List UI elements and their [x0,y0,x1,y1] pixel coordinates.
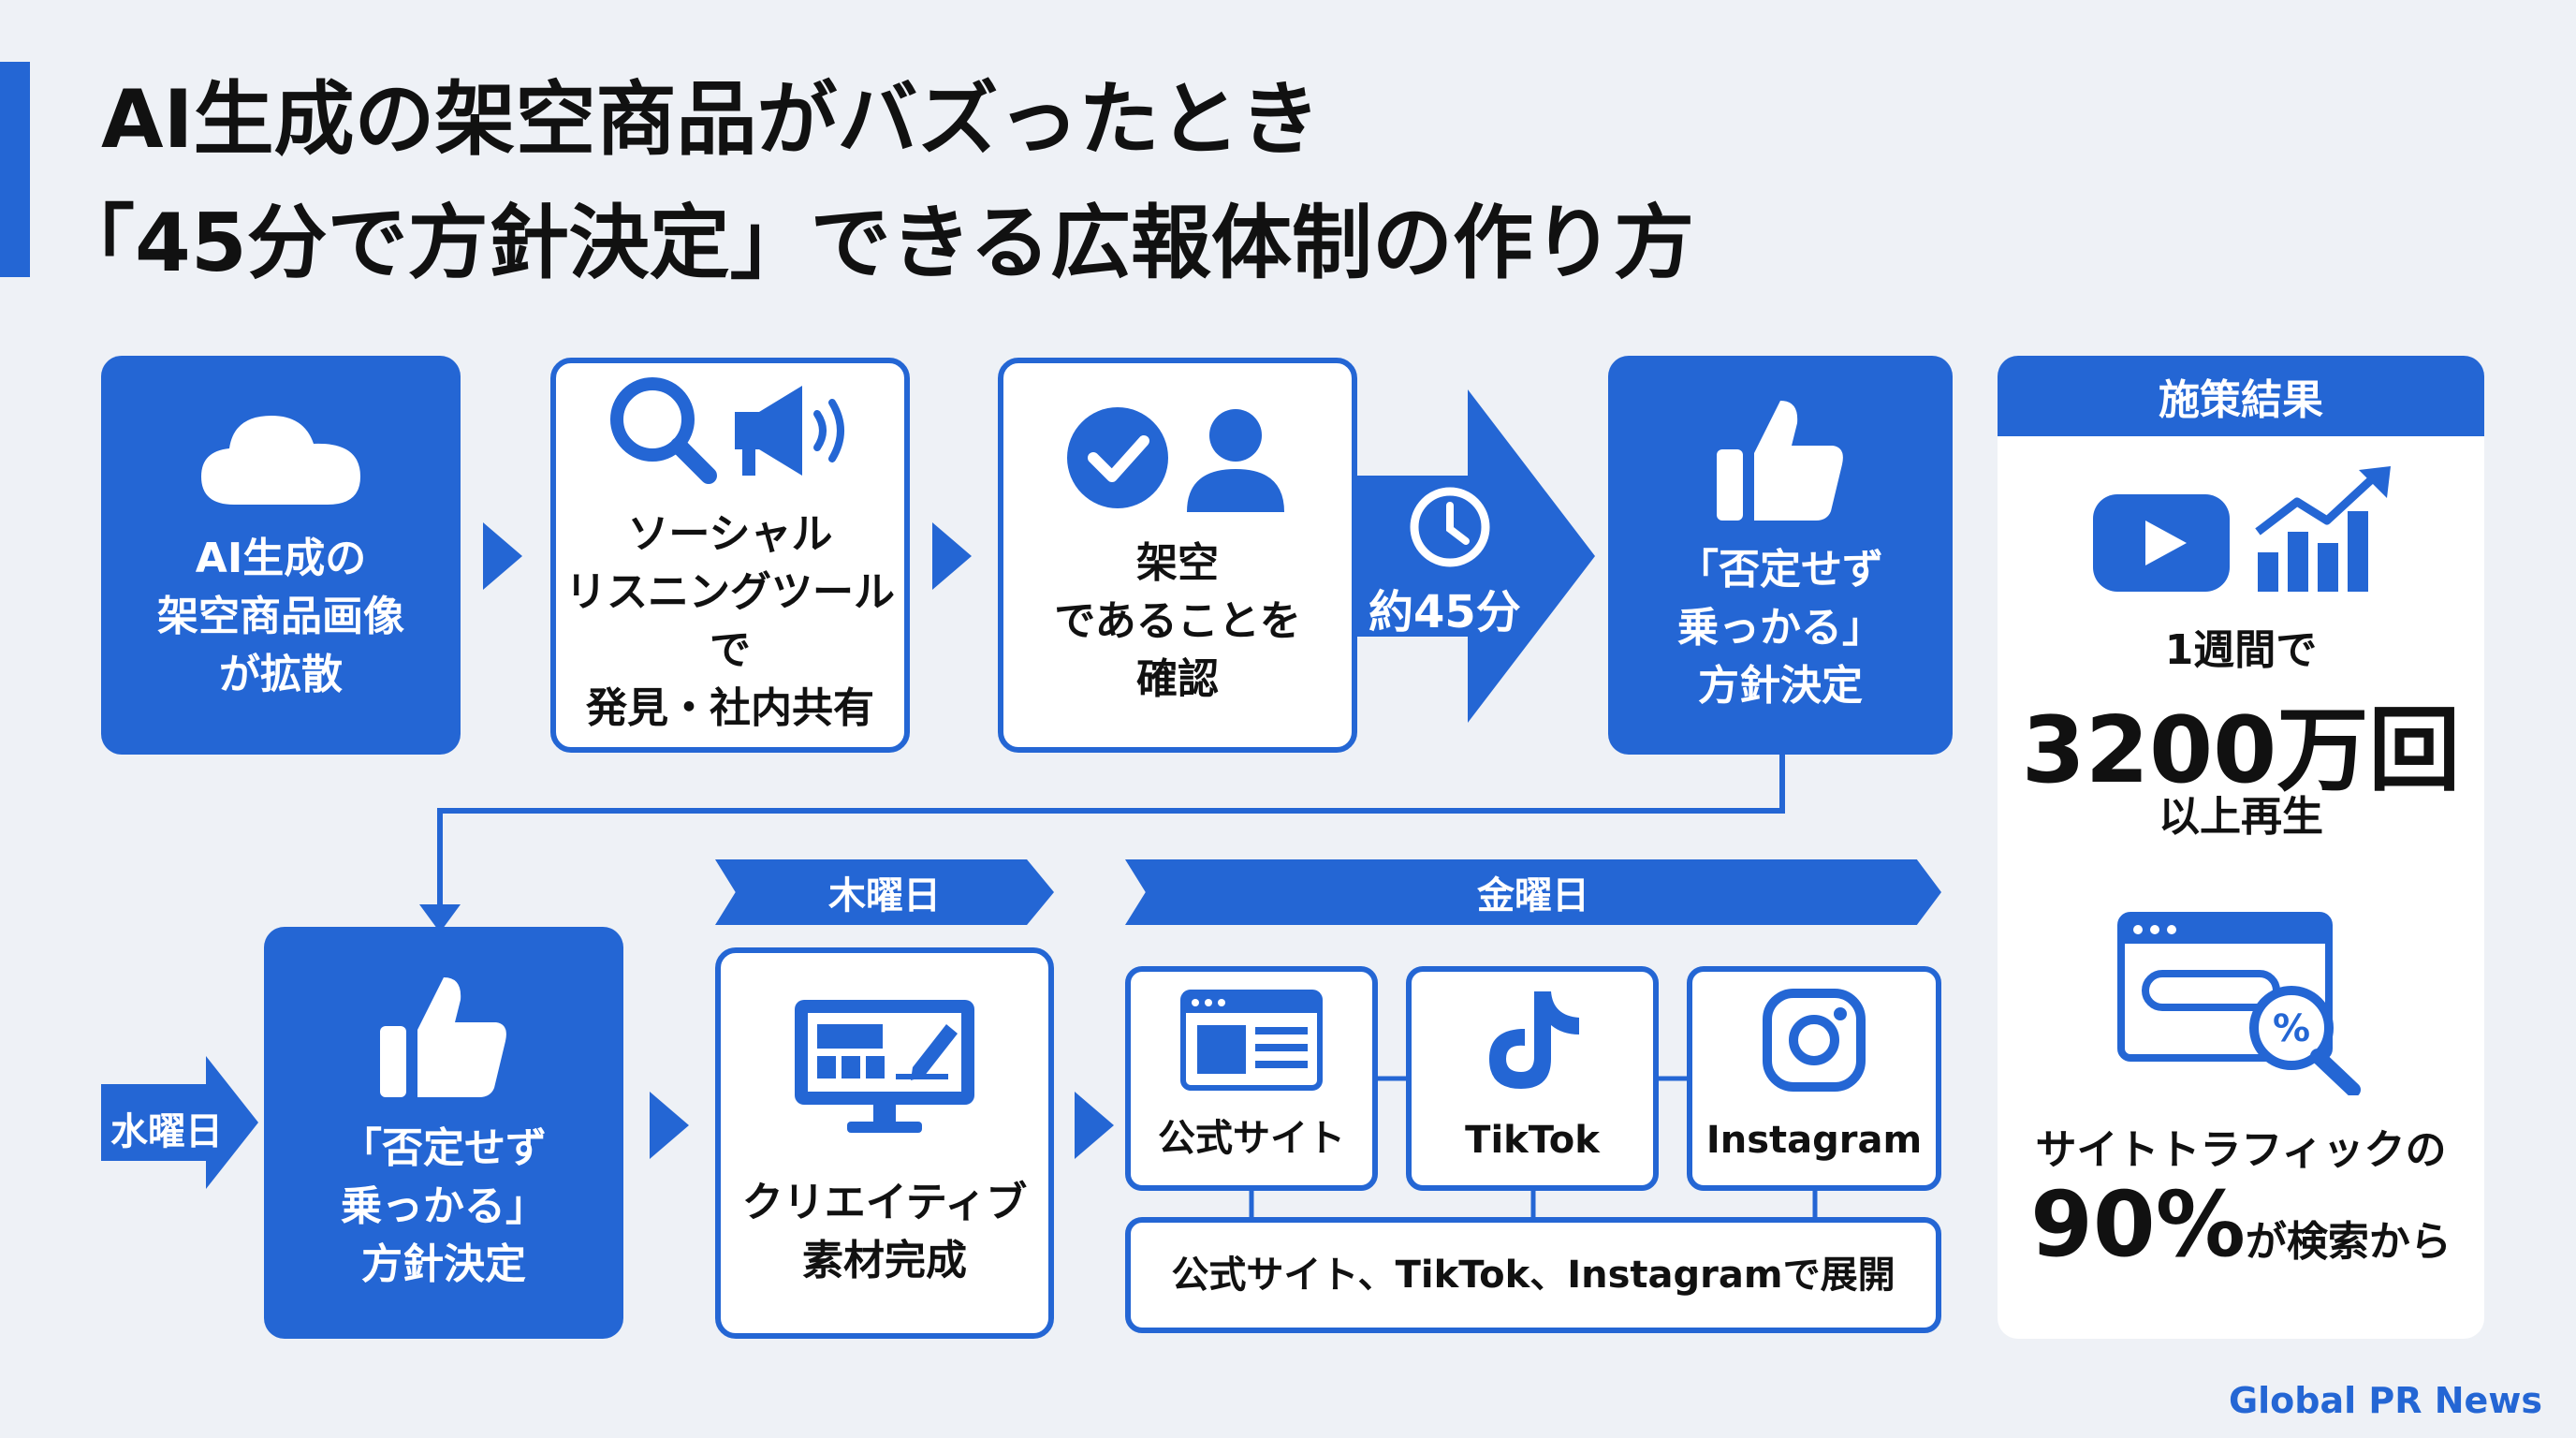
wednesday-arrow [101,1056,258,1189]
arrow-4 [1075,1092,1114,1159]
step-creative-complete-label: クリエイティブ 素材完成 [741,1179,1028,1284]
views-count: 3200万回 [2021,697,2461,804]
arrow-2 [932,522,972,590]
channel-instagram-label: Instagram [1705,1119,1923,1162]
step-creative-complete: クリエイティブ 素材完成 [715,947,1054,1339]
results-header: 施策結果 [1998,356,2484,436]
growth-chart-icon [2255,466,2391,592]
step-social-listening-label: ソーシャル リスニングツールで 発見・社内共有 [565,510,895,732]
friday-label: 金曜日 [1477,874,1589,917]
clock-icon [1410,487,1490,567]
step-confirm-fictional-label: 架空 であることを 確認 [1054,539,1301,703]
results-panel: 施策結果 [1998,356,2484,1339]
views-suffix: 以上再生 [2159,793,2323,841]
channel-official-site: 公式サイト [1125,966,1378,1191]
step-decision-top: 「否定せず 乗っかる」 方針決定 [1608,356,1953,755]
arrow-1 [483,522,522,590]
channel-instagram: Instagram [1687,966,1941,1191]
channel-official-site-label: 公式サイト [1158,1117,1345,1160]
title-line-1: AI生成の架空商品がバズったとき [101,73,1321,167]
step-confirm-fictional: 架空 であることを 確認 [998,358,1357,753]
channel-connectors [1249,1076,1818,1217]
tiktok-icon [1489,991,1579,1089]
views-prefix: 1週間で [2164,626,2318,674]
video-play-icon [2093,494,2230,592]
traffic-line: 90%が検索から [1998,1172,2484,1277]
title-accent-bar [0,62,30,277]
connector-line [419,755,1785,932]
step-decision-bottom: 「否定せず 乗っかる」 方針決定 [264,927,623,1339]
footer-brand: Global PR News [2228,1380,2542,1421]
arrow-3 [650,1092,689,1159]
deploy-summary-label: 公式サイト、TikTok、Instagramで展開 [1171,1254,1895,1297]
step-decision-bottom-label: 「否定せず 乗っかる」 方針決定 [341,1124,547,1288]
step-ai-image-spread-label: AI生成の 架空商品画像 が拡散 [157,535,404,698]
check-user-icon [1067,407,1284,512]
search-percent-icon: % [2117,912,2361,1095]
wednesday-label: 水曜日 [110,1110,223,1153]
monitor-design-icon [795,1000,974,1133]
thumbs-up-icon [380,977,506,1097]
thursday-ribbon: 木曜日 [715,859,1054,925]
cloud-icon [201,416,360,505]
timer-label: 約45分 [1368,586,1521,638]
search-megaphone-icon [610,377,844,484]
deploy-summary: 公式サイト、TikTok、Instagramで展開 [1125,1217,1941,1333]
title-line-2: 「45分で方針決定」できる広報体制の作り方 [54,197,1694,290]
browser-window-icon [1180,990,1323,1091]
channel-tiktok-label: TikTok [1465,1119,1600,1162]
traffic-percent: 90% [2030,1172,2246,1277]
step-ai-image-spread: AI生成の 架空商品画像 が拡散 [101,356,461,755]
traffic-suffix: が検索から [2245,1218,2452,1266]
channel-tiktok: TikTok [1406,966,1659,1191]
thursday-label: 木曜日 [828,874,941,917]
step-decision-top-label: 「否定せず 乗っかる」 方針決定 [1677,546,1883,710]
svg-text:%: % [2273,1007,2310,1050]
instagram-icon [1763,989,1866,1092]
thumbs-up-icon [1717,401,1843,521]
step-social-listening: ソーシャル リスニングツールで 発見・社内共有 [550,358,910,753]
friday-ribbon: 金曜日 [1125,859,1941,925]
traffic-prefix: サイトトラフィックの [2035,1126,2447,1174]
page-title: AI生成の架空商品がバズったとき 「45分で方針決定」できる広報体制の作り方 [54,58,1694,305]
